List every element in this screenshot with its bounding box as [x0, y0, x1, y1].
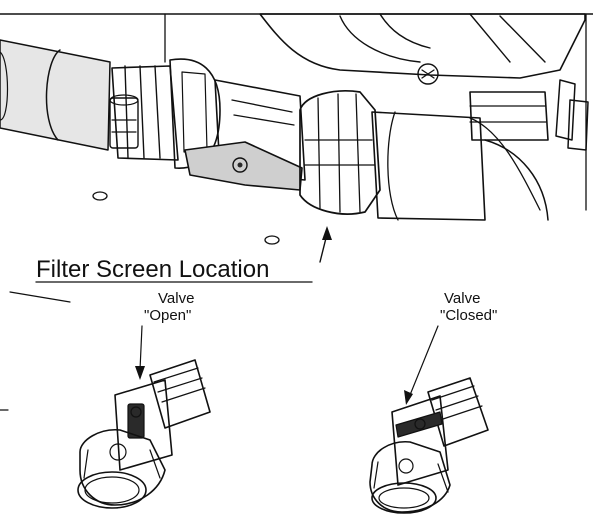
pump-housing	[259, 13, 589, 151]
divider-line	[9, 291, 71, 303]
panel-hole	[264, 235, 280, 245]
closed-valve-handle	[395, 411, 443, 438]
open-valve-handle	[127, 403, 145, 439]
filter-screen-arrow	[319, 226, 332, 263]
pipe-right	[371, 111, 549, 221]
open-valve-label-line2: "Open"	[144, 307, 191, 324]
union-coupling	[111, 58, 221, 169]
filter-screen-nut	[299, 90, 381, 215]
closed-valve-label-line2: "Closed"	[440, 307, 497, 324]
open-valve-illustration	[77, 359, 211, 509]
filter-screen-label: Filter Screen Location	[36, 256, 269, 283]
valve-handle	[184, 141, 303, 191]
closed-valve-illustration	[369, 377, 489, 514]
closed-valve-leader	[404, 325, 439, 405]
open-valve-label-line1: Valve	[158, 290, 194, 307]
open-valve-leader	[135, 325, 145, 380]
closed-valve-label-line1: Valve	[444, 290, 480, 307]
ball-valve-main	[184, 79, 306, 191]
small-fitting	[109, 94, 139, 149]
panel-hole	[92, 191, 108, 201]
pipe-left	[0, 39, 111, 151]
